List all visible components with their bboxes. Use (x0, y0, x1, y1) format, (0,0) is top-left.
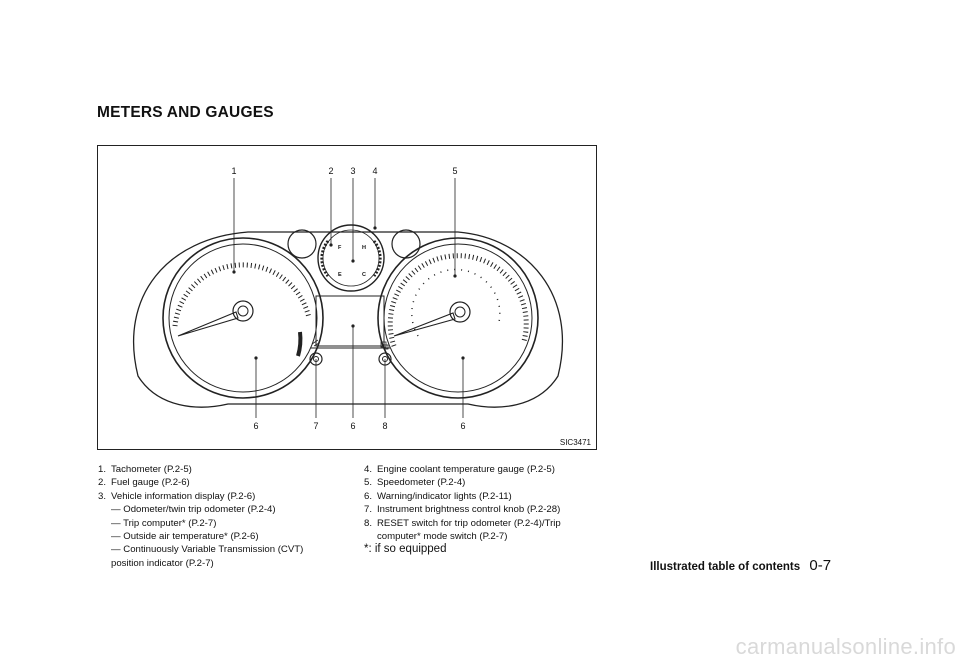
legend-subitem: — Outside air temperature* (P.2-6) (111, 531, 259, 543)
legend-left-column: 1. Tachometer (P.2-5) 2. Fuel gauge (P.2… (98, 463, 338, 570)
legend-item-1: 1. Tachometer (P.2-5) (98, 463, 338, 476)
legend-text: Vehicle information display (P.2-6) (111, 490, 256, 502)
tachometer-scale (172, 262, 312, 327)
legend-text: Tachometer (P.2-5) (111, 464, 192, 475)
legend-text: Instrument brightness control knob (P.2-… (377, 504, 561, 516)
temp-hot-label: H (362, 245, 366, 251)
tachometer-dial (162, 237, 324, 399)
legend-number: 1. (98, 464, 107, 475)
instrument-cluster-illustration: 1 2 3 4 5 6 7 6 8 6 F E H C SIC3471 (133, 166, 592, 447)
center-display-panel (315, 295, 385, 347)
watermark: carmanualsonline.info (735, 634, 956, 659)
instrument-cluster-figure: 1 2 3 4 5 6 7 6 8 6 F E H C SIC3471 (97, 145, 597, 450)
callout-4: 4 (372, 166, 377, 176)
callout-2: 2 (328, 166, 333, 176)
callout-8: 8 (382, 421, 387, 431)
fuel-temp-gauge (317, 224, 385, 292)
callout-5: 5 (452, 166, 457, 176)
speedometer-dial (377, 237, 539, 399)
legend-item-4: 4. Engine coolant temperature gauge (P.2… (364, 463, 600, 476)
legend-number: 6. (364, 490, 373, 502)
legend-item-6: 6. Warning/indicator lights (P.2-11) (364, 490, 600, 503)
legend-number: 3. (98, 490, 107, 502)
legend-right-column: 4. Engine coolant temperature gauge (P.2… (364, 463, 600, 557)
fuel-full-label: F (338, 245, 342, 251)
legend-item-8-continuation: computer* mode switch (P.2-7) (377, 531, 508, 543)
cluster-housing (133, 231, 563, 408)
legend-number: 7. (364, 504, 373, 516)
page-number: 0-7 (809, 557, 832, 574)
footnote: *: if so equipped (364, 543, 447, 556)
legend-number: 2. (98, 477, 107, 489)
speedometer-scale (387, 253, 529, 347)
temp-cold-label: C (362, 272, 366, 278)
legend-subitem-continuation: position indicator (P.2-7) (111, 557, 214, 569)
legend-text: Warning/indicator lights (P.2-11) (377, 490, 512, 502)
footer-section-title: Illustrated table of contents (650, 561, 801, 573)
legend-item-5: 5. Speedometer (P.2-4) (364, 476, 600, 489)
legend-text: RESET switch for trip odometer (P.2-4)/T… (377, 517, 561, 529)
right-top-dial (391, 229, 421, 259)
callout-6-center: 6 (350, 421, 355, 431)
page-footer: Illustrated table of contents 0-7 (650, 557, 831, 574)
callout-7: 7 (313, 421, 318, 431)
legend-subitem: — Odometer/twin trip odometer (P.2-4) (111, 504, 276, 516)
callout-3: 3 (350, 166, 355, 176)
legend-item-2: 2. Fuel gauge (P.2-6) (98, 476, 338, 489)
legend-text: Speedometer (P.2-4) (377, 477, 466, 489)
legend-text: Engine coolant temperature gauge (P.2-5) (377, 464, 555, 475)
legend-number: 4. (364, 464, 373, 475)
legend-item-3: 3. Vehicle information display (P.2-6) (98, 490, 338, 503)
callout-6-left: 6 (253, 421, 258, 431)
section-title: METERS AND GAUGES (97, 104, 274, 121)
callout-1: 1 (231, 166, 236, 176)
legend-subitem: — Continuously Variable Transmission (CV… (111, 544, 304, 556)
legend-number: 8. (364, 517, 373, 529)
callout-6-right: 6 (460, 421, 465, 431)
legend-item-8: 8. RESET switch for trip odometer (P.2-4… (364, 517, 600, 530)
left-top-dial (287, 229, 317, 259)
legend-subitem: — Trip computer* (P.2-7) (111, 517, 217, 529)
legend-item-7: 7. Instrument brightness control knob (P… (364, 503, 600, 516)
figure-id: SIC3471 (560, 438, 592, 447)
speedometer-needle (393, 312, 456, 337)
fuel-empty-label: E (338, 272, 342, 278)
legend-text: Fuel gauge (P.2-6) (111, 477, 190, 489)
legend-number: 5. (364, 477, 373, 489)
tachometer-needle (177, 311, 239, 337)
